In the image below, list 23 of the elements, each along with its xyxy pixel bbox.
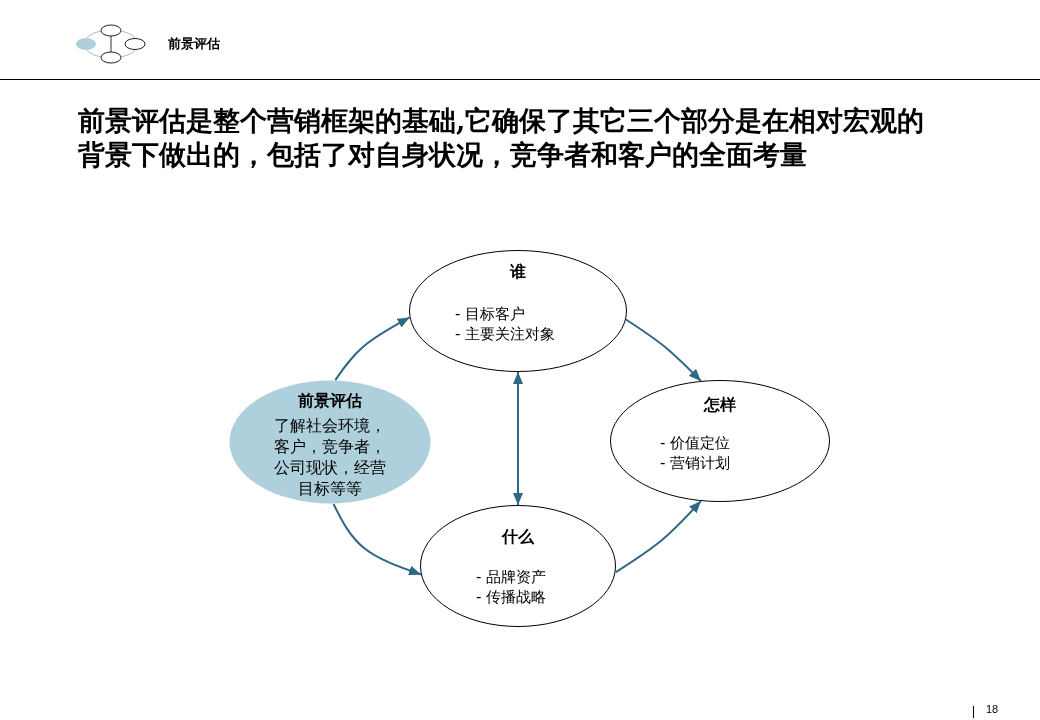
arrow (334, 316, 411, 382)
ellipse-node (420, 505, 616, 627)
node-heading: 什么 (500, 527, 535, 547)
node-heading: 前景评估 (297, 391, 363, 411)
node-text: - 主要关注对象 (455, 324, 556, 344)
double-headed-arrow (513, 371, 523, 506)
slide-title: 前景评估是整个营销框架的基础,它确保了其它三个部分是在相对宏观的背景下做出的，包括了对自身状况，竞争者和客户的全面考量 (78, 104, 926, 172)
node-text: - 品牌资产 (476, 567, 547, 587)
arrow (614, 500, 702, 574)
header-title: 前景评估 (168, 35, 220, 53)
node-text: - 价值定位 (660, 433, 731, 453)
arrow (624, 318, 702, 382)
ellipse-node (610, 380, 830, 502)
page-number: 18 (986, 703, 999, 715)
node-text: - 传播战略 (476, 587, 547, 607)
arrow (332, 502, 422, 576)
node-heading: 怎样 (702, 395, 737, 415)
ellipse-node (409, 250, 627, 372)
node-text: - 营销计划 (660, 453, 731, 473)
shaded-ellipse-node (229, 380, 431, 504)
node-text: 了解社会环境，客户，竞争者，公司现状，经营目标等等 (273, 415, 387, 499)
node-text: - 目标客户 (455, 304, 526, 324)
node-heading: 谁 (508, 262, 527, 282)
